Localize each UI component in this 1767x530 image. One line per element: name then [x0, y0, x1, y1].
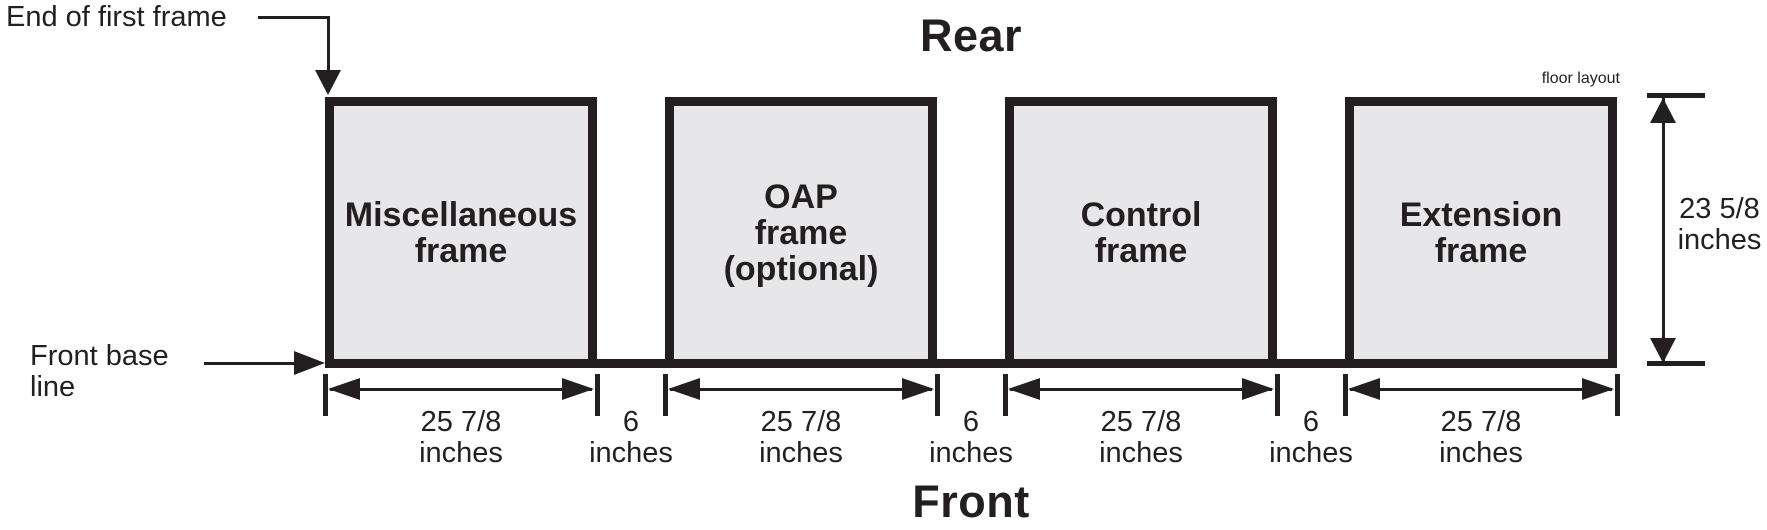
frame-label: Control frame [1080, 195, 1202, 270]
height-dimension-arrow-up-icon [1650, 98, 1676, 123]
front-base-line-arrow-icon [294, 351, 325, 375]
front-base-line-leader [204, 362, 296, 365]
dimension-tick [1343, 374, 1348, 416]
dimension-tick [595, 374, 600, 416]
frame-box-extension: Extension frame [1345, 97, 1617, 368]
width-dimension-label: 25 7/8 inches [1099, 406, 1183, 469]
frame-box-oap: OAP frame (optional) [665, 97, 937, 368]
gap-dimension-label: 6 inches [929, 406, 1013, 469]
dimension-tick [1275, 374, 1280, 416]
width-dimension-arrow [1348, 378, 1614, 400]
gap-dimension-label: 6 inches [1269, 406, 1353, 469]
end-of-first-frame-leader-vertical [327, 16, 330, 71]
dimension-tick [935, 374, 940, 416]
front-base-line-label: Front base line [30, 340, 169, 403]
front-label: Front [912, 476, 1030, 527]
height-dimension-arrow-down-icon [1650, 338, 1676, 363]
front-base-line [325, 359, 1617, 368]
width-dimension-label: 25 7/8 inches [759, 406, 843, 469]
end-of-first-frame-leader-horizontal [258, 16, 330, 19]
end-of-first-frame-arrow-icon [315, 70, 341, 95]
height-dimension-cap-bottom [1647, 361, 1705, 366]
height-dimension-label: 23 5/8 inches [1677, 193, 1762, 256]
dimension-tick [323, 374, 328, 416]
frame-box-control: Control frame [1005, 97, 1277, 368]
dimension-tick [1003, 374, 1008, 416]
frame-label: OAP frame (optional) [723, 177, 879, 288]
height-dimension-arrow [1662, 98, 1665, 363]
width-dimension-arrow [668, 378, 934, 400]
dimension-tick [663, 374, 668, 416]
width-dimension-arrow [1008, 378, 1274, 400]
frame-label: Miscellaneous frame [344, 195, 578, 270]
rear-label: Rear [919, 10, 1023, 61]
dimension-tick [1615, 374, 1620, 416]
gap-dimension-label: 6 inches [589, 406, 673, 469]
floor-layout-caption: floor layout [1541, 70, 1620, 87]
height-dimension-cap-top [1647, 93, 1705, 98]
frame-label: Extension frame [1399, 195, 1563, 270]
width-dimension-label: 25 7/8 inches [419, 406, 503, 469]
width-dimension-arrow [328, 378, 594, 400]
end-of-first-frame-label: End of first frame [6, 1, 227, 33]
width-dimension-label: 25 7/8 inches [1439, 406, 1523, 469]
frame-box-miscellaneous: Miscellaneous frame [325, 97, 597, 368]
